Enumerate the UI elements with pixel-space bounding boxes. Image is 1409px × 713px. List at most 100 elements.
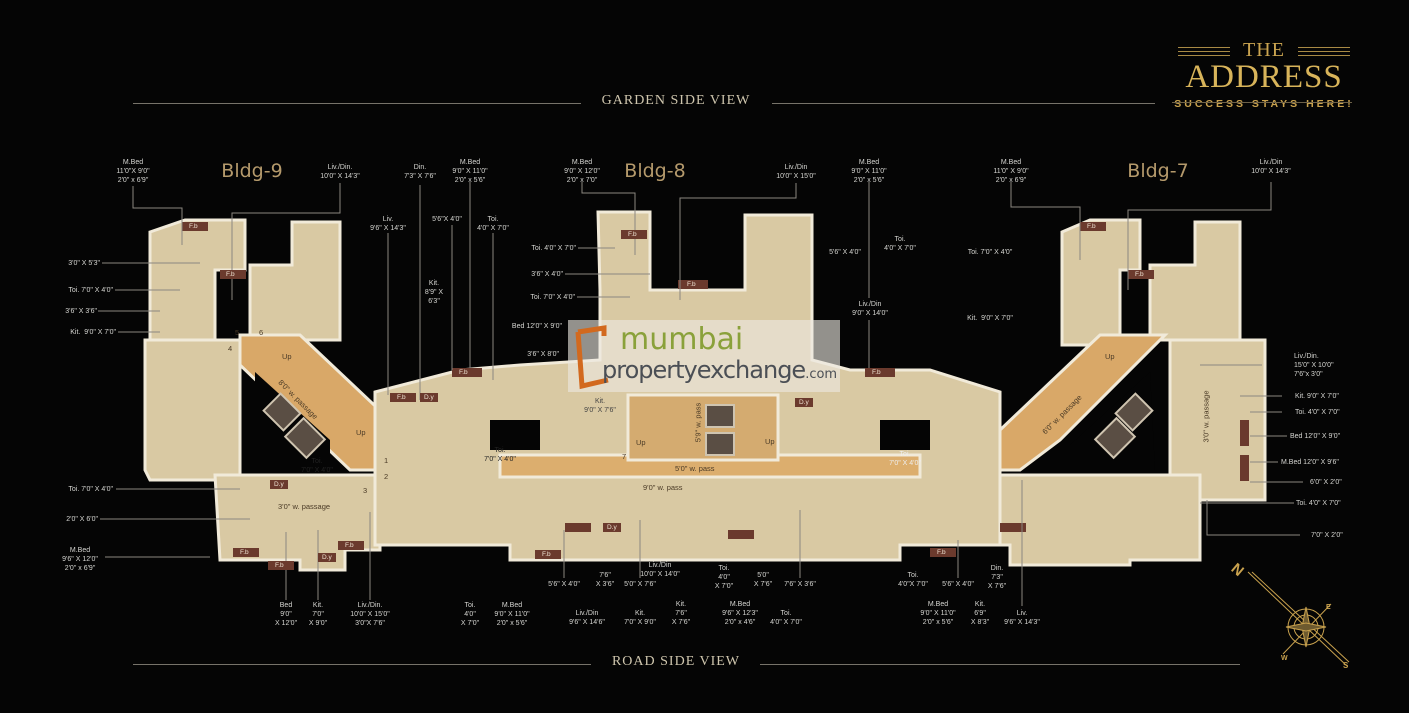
stair-up-label: Up	[356, 428, 366, 437]
dimension-label: Toi. 4'0" X 7'0"	[460, 602, 480, 627]
central-void-left	[490, 420, 540, 450]
stair-up-label: Up	[765, 437, 775, 446]
the-address-logo: THE ADDRESS SUCCESS STAYS HERE!	[1168, 40, 1360, 110]
dimension-label: Toi. 7'0" X 4'0"	[967, 249, 1013, 256]
balcony-label: F.b	[933, 548, 950, 557]
compass-letters: N E S W	[1228, 560, 1349, 670]
road-side-view-title: ROAD SIDE VIEW	[611, 654, 741, 669]
watermark-logo-icon	[575, 325, 609, 390]
divider	[133, 664, 591, 665]
dimension-label: 5'6" X 4'0"	[829, 249, 861, 256]
balcony-label: F.b	[1131, 270, 1148, 279]
logo-rule	[1178, 55, 1230, 56]
balcony-label: F.b	[341, 541, 358, 550]
dimension-label: Bed 12'0" X 9'0"	[511, 323, 562, 330]
dimension-label: 7'6" X 3'6"	[784, 581, 816, 588]
bldg-9-left-block	[143, 338, 242, 482]
passage-label: 5'9" w. pass	[693, 402, 703, 443]
central-lobby	[626, 393, 780, 462]
compass-east: E	[1326, 604, 1331, 611]
balcony-label: F.b	[236, 548, 253, 557]
dimension-label: Toi. 4'0" X 7'0"	[884, 236, 916, 252]
dimension-label: Bed 9'0" X 12'0"	[274, 602, 298, 627]
compass-west: W	[1281, 655, 1288, 662]
dimension-label: Liv. 9'6" X 14'3"	[1004, 610, 1040, 626]
unit-number: 6	[259, 328, 264, 337]
unit-number: 2	[384, 472, 389, 481]
dimension-label: 5'6"X 4'0"	[432, 216, 462, 223]
bldg-7-unit-top-right	[1148, 220, 1242, 342]
dimension-label: Liv./Din 9'6" X 14'6"	[569, 610, 605, 626]
dimension-label: Kit. 9'0" X 7'0"	[70, 329, 116, 336]
bldg-7-corridor	[998, 333, 1169, 472]
dimension-label: M.Bed 12'0" X 9'6"	[1281, 459, 1339, 466]
dimension-label: Toi. 7'0" X 4'0"	[530, 294, 575, 301]
balcony-label: F.b	[538, 550, 555, 559]
dimension-label: Din. 7'3" X 7'6"	[404, 164, 436, 180]
dimension-label: Toi. 7'0" X 4'0"	[68, 486, 113, 493]
dimension-label: Toi. 4'0" X 7'0"	[477, 216, 509, 232]
compass-north: N	[1228, 560, 1247, 580]
unit-number: 5	[235, 328, 240, 337]
dimension-label: M.Bed 9'6" X 12'0" 2'0" x 6'9"	[62, 547, 98, 572]
lift-cores	[262, 392, 1154, 460]
dry-balcony-label: D.y	[318, 553, 336, 562]
dimension-label: M.Bed 9'0" X 11'0" 2'0" x 5'6"	[452, 159, 488, 184]
dimension-label: 3'0" X 5'3"	[68, 260, 100, 267]
dimension-label: 6'0" X 2'0"	[1310, 479, 1342, 486]
balcony-label: F.b	[868, 368, 885, 377]
balcony-label: F.b	[1083, 222, 1100, 231]
dimension-label: Toi. 4'0" X 7'0"	[1295, 409, 1340, 416]
dimension-label: 3'6" X 8'0"	[527, 351, 559, 358]
dimension-label: Toi. 7'0" X 4'0"	[301, 458, 333, 474]
dimension-label: M.Bed 9'0" X 11'0" 2'0" x 5'6"	[851, 159, 887, 184]
dimension-label: Kit. 9'0" X 7'0"	[967, 315, 1013, 322]
stair-up-label: Up	[1105, 352, 1115, 361]
dimension-label: Toi. 7'0" X 4'0"	[889, 451, 921, 467]
dimension-label: Liv. 9'6" X 14'3"	[370, 216, 406, 232]
dimension-label: Toi. 4'0" X 7'0"	[714, 565, 734, 590]
bldg-9-unit-top-right	[248, 220, 342, 342]
dimension-label: Toi. 4'0"X 7'0"	[898, 572, 928, 588]
leader-lines	[98, 182, 1303, 606]
balcony-label: F.b	[222, 270, 239, 279]
compass-rose	[1247, 571, 1350, 667]
dimension-label: M.Bed 9'0" X 11'0" 2'0" x 5'6"	[920, 601, 956, 626]
unit-number: 1	[384, 456, 389, 465]
unit-number: 4	[228, 344, 233, 353]
dimension-label: Liv./Din. 10'0" X 15'0" 3'0"X 7'6"	[350, 602, 390, 627]
dimension-label: Liv./Din. 10'0" X 14'3"	[320, 164, 360, 180]
dimension-label: Liv./Din 9'0" X 14'0"	[852, 301, 888, 317]
passage-label: 9'0" w. pass	[643, 483, 683, 492]
logo-rule	[1298, 51, 1350, 52]
unit-number: 7	[622, 452, 627, 461]
watermark-line2: propertyexchange.com	[602, 356, 837, 384]
dimension-label: Kit. 8'9" X 6'3"	[424, 280, 444, 305]
dimension-label: Toi. 4'0" X 7'0"	[531, 245, 576, 252]
logo-rule	[1172, 102, 1352, 103]
garden-side-view-title: GARDEN SIDE VIEW	[601, 93, 751, 108]
dimension-label: Kit. 9'0" X 7'6"	[584, 398, 616, 414]
dimension-label: M.Bed 11'0"X 9'0" 2'0" x 6'9"	[116, 159, 150, 184]
building-title-8: Bldg-8	[624, 160, 686, 182]
building-title-9: Bldg-9	[221, 160, 283, 182]
logo-name: ADDRESS	[1185, 59, 1343, 95]
dry-balcony-label: D.y	[603, 523, 621, 532]
dimension-label: Kit. 7'0" X 9'0"	[624, 610, 656, 626]
bldg-9-unit-top-left	[148, 218, 247, 347]
watermark-line1: mumbai	[620, 322, 744, 357]
dimension-label: Toi. 7'0" X 4'0"	[68, 287, 113, 294]
dimension-label: Kit. 7'0" X 9'0"	[308, 602, 328, 627]
dimension-label: 5'0" X 7'6"	[624, 581, 656, 588]
logo-tagline: SUCCESS STAYS HERE!	[1174, 98, 1354, 110]
balcony-label: F.b	[624, 230, 641, 239]
dry-balcony-label: D.y	[795, 398, 813, 407]
balcony-label: F.b	[683, 280, 700, 289]
dimension-label: Kit. 6'9" X 8'3"	[970, 601, 990, 626]
logo-rule	[1178, 51, 1230, 52]
logo-rule	[1298, 47, 1350, 48]
dimension-label: 7'0" X 2'0"	[1311, 532, 1343, 539]
dry-balcony-label: D.y	[420, 393, 438, 402]
dimension-label: Liv./Din. 15'0" X 10'0" 7'6"x 3'0"	[1294, 353, 1334, 378]
dimension-label: Liv./Din 10'0" X 14'3"	[1251, 159, 1291, 175]
